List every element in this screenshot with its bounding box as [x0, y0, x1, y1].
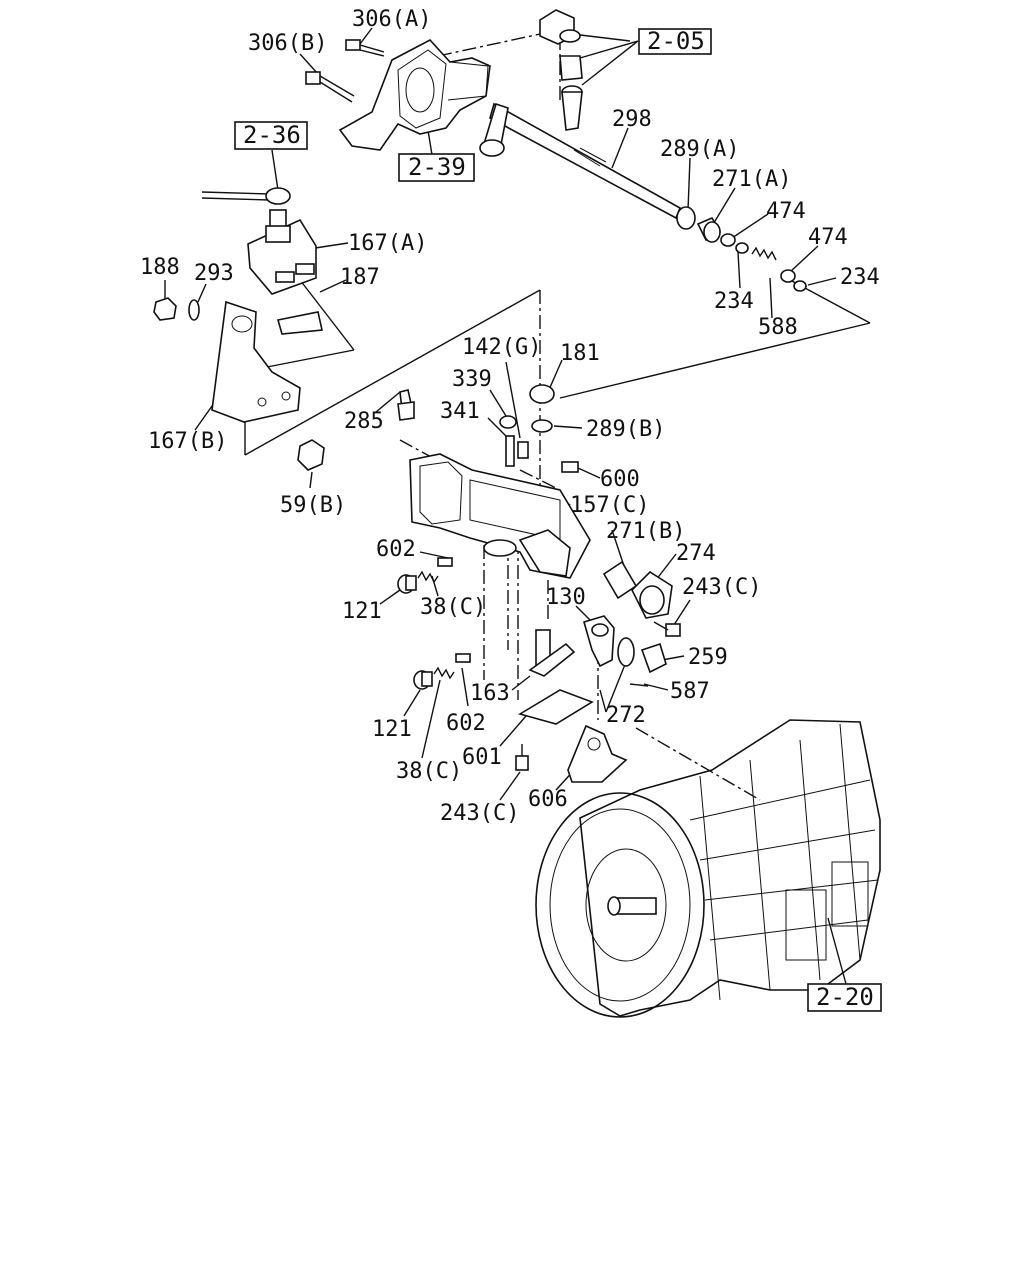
part-label: 121	[372, 717, 412, 742]
ref-box-2-36	[234, 121, 308, 150]
part-label: 274	[676, 541, 716, 566]
plunger-602-upper	[437, 557, 453, 567]
spring-588	[751, 246, 777, 261]
plug-121-lower	[413, 670, 433, 690]
plug-121-upper	[397, 574, 417, 594]
part-label: 130	[546, 585, 586, 610]
ring-272	[617, 637, 635, 667]
part-label: 272	[606, 703, 646, 728]
spring-38c-upper	[417, 570, 439, 584]
ref-2-20: 2-20	[816, 983, 874, 1011]
part-label: 157(C)	[570, 493, 649, 518]
part-label: 234	[714, 289, 754, 314]
nut-188	[153, 297, 177, 321]
ref-box-2-05	[638, 28, 712, 55]
transmission-case	[535, 719, 881, 1018]
part-label: 602	[446, 711, 486, 736]
shift-housing-157c	[409, 453, 591, 579]
plunger-602-lower	[455, 653, 471, 663]
spring-38c-lower	[433, 666, 455, 680]
part-label: 600	[600, 467, 640, 492]
part-label: 167(A)	[348, 231, 427, 256]
breather-285	[397, 389, 415, 421]
bolt-306b	[305, 71, 355, 103]
part-labels: 306(A) 306(B) 298 289(A) 271(A) 474 474 …	[140, 7, 880, 826]
ref-2-36: 2-36	[243, 121, 301, 149]
part-label: 339	[452, 367, 492, 392]
part-label: 188	[140, 255, 180, 280]
part-label: 234	[840, 265, 880, 290]
shift-shaft-298	[479, 102, 682, 220]
part-label: 259	[688, 645, 728, 670]
upper-shift-housing	[338, 39, 491, 151]
part-label: 306(B)	[248, 31, 327, 56]
pin-587	[629, 683, 649, 687]
nut-339	[499, 415, 517, 429]
pin-600	[561, 461, 579, 473]
part-label: 243(C)	[682, 575, 761, 600]
stud-341	[505, 435, 515, 467]
part-label: 289(B)	[586, 417, 665, 442]
part-label: 167(B)	[148, 429, 227, 454]
bracket-167b	[211, 300, 301, 423]
washer-293	[188, 299, 200, 321]
bush-259	[640, 642, 667, 674]
rod-2-36	[201, 187, 291, 231]
part-label: 38(C)	[420, 595, 486, 620]
bolt-306a	[345, 39, 385, 57]
nut-59b	[297, 439, 325, 471]
part-label: 121	[342, 599, 382, 624]
seal-181	[529, 384, 555, 404]
fittings-2-05	[539, 9, 583, 131]
part-label: 38(C)	[396, 759, 462, 784]
reference-boxes	[234, 28, 882, 1012]
ref-box-2-39	[398, 153, 475, 182]
part-label: 474	[766, 199, 806, 224]
part-label: 602	[376, 537, 416, 562]
part-label: 187	[340, 265, 380, 290]
ref-2-05: 2-05	[647, 27, 705, 55]
lever-130	[583, 615, 615, 668]
part-label: 243(C)	[440, 801, 519, 826]
part-label: 601	[462, 745, 502, 770]
part-label: 181	[560, 341, 600, 366]
pin-187	[276, 311, 323, 335]
bracket-606	[567, 724, 628, 783]
part-label: 163	[470, 681, 510, 706]
part-label: 285	[344, 409, 384, 434]
part-label: 142(G)	[462, 335, 541, 360]
part-label: 271(B)	[606, 519, 685, 544]
part-label: 341	[440, 399, 480, 424]
part-label: 293	[194, 261, 234, 286]
part-label: 588	[758, 315, 798, 340]
part-label: 474	[808, 225, 848, 250]
part-label: 587	[670, 679, 710, 704]
bolt-243c-lower	[515, 744, 529, 771]
bush-271a	[696, 216, 722, 243]
seal-289b	[531, 419, 553, 433]
bolt-243c-upper	[653, 621, 681, 637]
washer-474a	[720, 233, 736, 247]
part-label: 59(B)	[280, 493, 346, 518]
cover-274	[631, 570, 673, 619]
ref-box-2-20	[807, 983, 882, 1012]
plate-601	[517, 689, 594, 725]
part-label: 271(A)	[712, 167, 791, 192]
bush-271b	[602, 560, 638, 600]
part-label: 289(A)	[660, 137, 739, 162]
bolt-142g	[517, 441, 529, 459]
ring-234a	[735, 242, 749, 254]
ref-2-39: 2-39	[408, 153, 466, 181]
washer-474b	[780, 269, 796, 283]
reference-texts: 2-05 2-36 2-39 2-20	[243, 27, 874, 1011]
part-label: 306(A)	[352, 7, 431, 32]
shaft-163	[528, 629, 576, 677]
ring-234b	[793, 280, 807, 292]
part-label: 606	[528, 787, 568, 812]
seal-289a	[676, 206, 696, 230]
part-label: 298	[612, 107, 652, 132]
bracket-167a	[247, 218, 317, 295]
